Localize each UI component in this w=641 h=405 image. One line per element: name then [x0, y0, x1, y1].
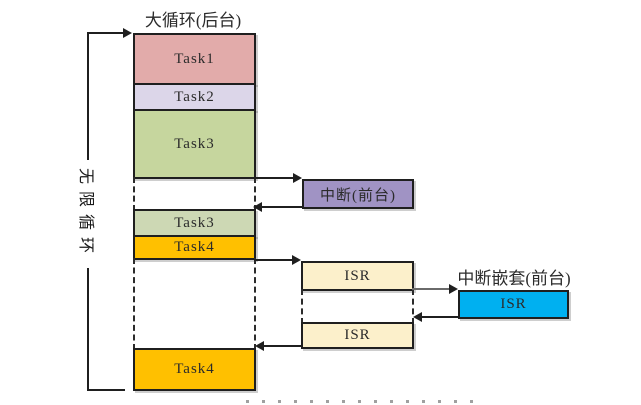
interrupt-box: 中断(前台)	[302, 179, 414, 209]
loop-top-arrowhead-icon	[123, 28, 132, 38]
task4-second-label: Task4	[174, 361, 215, 377]
nested-interrupt-title: 中断嵌套(前台)	[457, 269, 571, 288]
clipped-caption-fragment	[246, 400, 474, 403]
task2-box: Task2	[133, 83, 256, 111]
interrupt-suspension-gap-2	[133, 258, 256, 350]
task4-box-first: Task4	[133, 235, 256, 260]
task2-label: Task2	[174, 88, 215, 105]
loop-top-line	[87, 32, 124, 34]
isr-box-first: ISR	[301, 261, 414, 291]
task3-to-interrupt-arrowhead-icon	[293, 173, 302, 183]
task4-box-second: Task4	[133, 348, 256, 391]
task4-to-isr-line	[254, 259, 294, 261]
loop-bottom-line	[87, 389, 125, 391]
interrupt-return-line	[261, 206, 302, 208]
nested-isr-return-line	[421, 316, 458, 318]
isr-return-line	[263, 345, 301, 347]
task1-label: Task1	[174, 50, 215, 67]
background-loop-title: 大循环(后台)	[144, 11, 242, 30]
isr-to-nested-isr-arrowhead-icon	[449, 284, 458, 294]
infinite-loop-label: 无限循环	[74, 159, 102, 269]
task3-box-second: Task3	[133, 209, 256, 237]
isr-box-second: ISR	[301, 322, 414, 349]
interrupt-return-arrowhead-icon	[253, 202, 262, 212]
isr-to-nested-isr-line	[412, 288, 451, 290]
task4-to-isr-arrowhead-icon	[292, 255, 301, 265]
task3-second-label: Task3	[174, 214, 215, 231]
isr-return-arrowhead-icon	[255, 341, 264, 351]
task3-box-first: Task3	[133, 109, 256, 179]
isr-first-label: ISR	[344, 267, 371, 284]
task1-box: Task1	[133, 33, 256, 85]
nested-isr-return-arrowhead-icon	[413, 312, 422, 322]
nested-isr-box: ISR	[458, 290, 569, 319]
nested-isr-label: ISR	[500, 296, 527, 312]
isr-suspension-gap	[301, 289, 414, 324]
task3-first-label: Task3	[174, 135, 215, 152]
task4-first-label: Task4	[174, 239, 215, 255]
task3-to-interrupt-line	[254, 177, 294, 179]
interrupt-suspension-gap-1	[133, 177, 256, 211]
isr-second-label: ISR	[344, 327, 371, 343]
interrupt-label: 中断(前台)	[320, 187, 396, 204]
